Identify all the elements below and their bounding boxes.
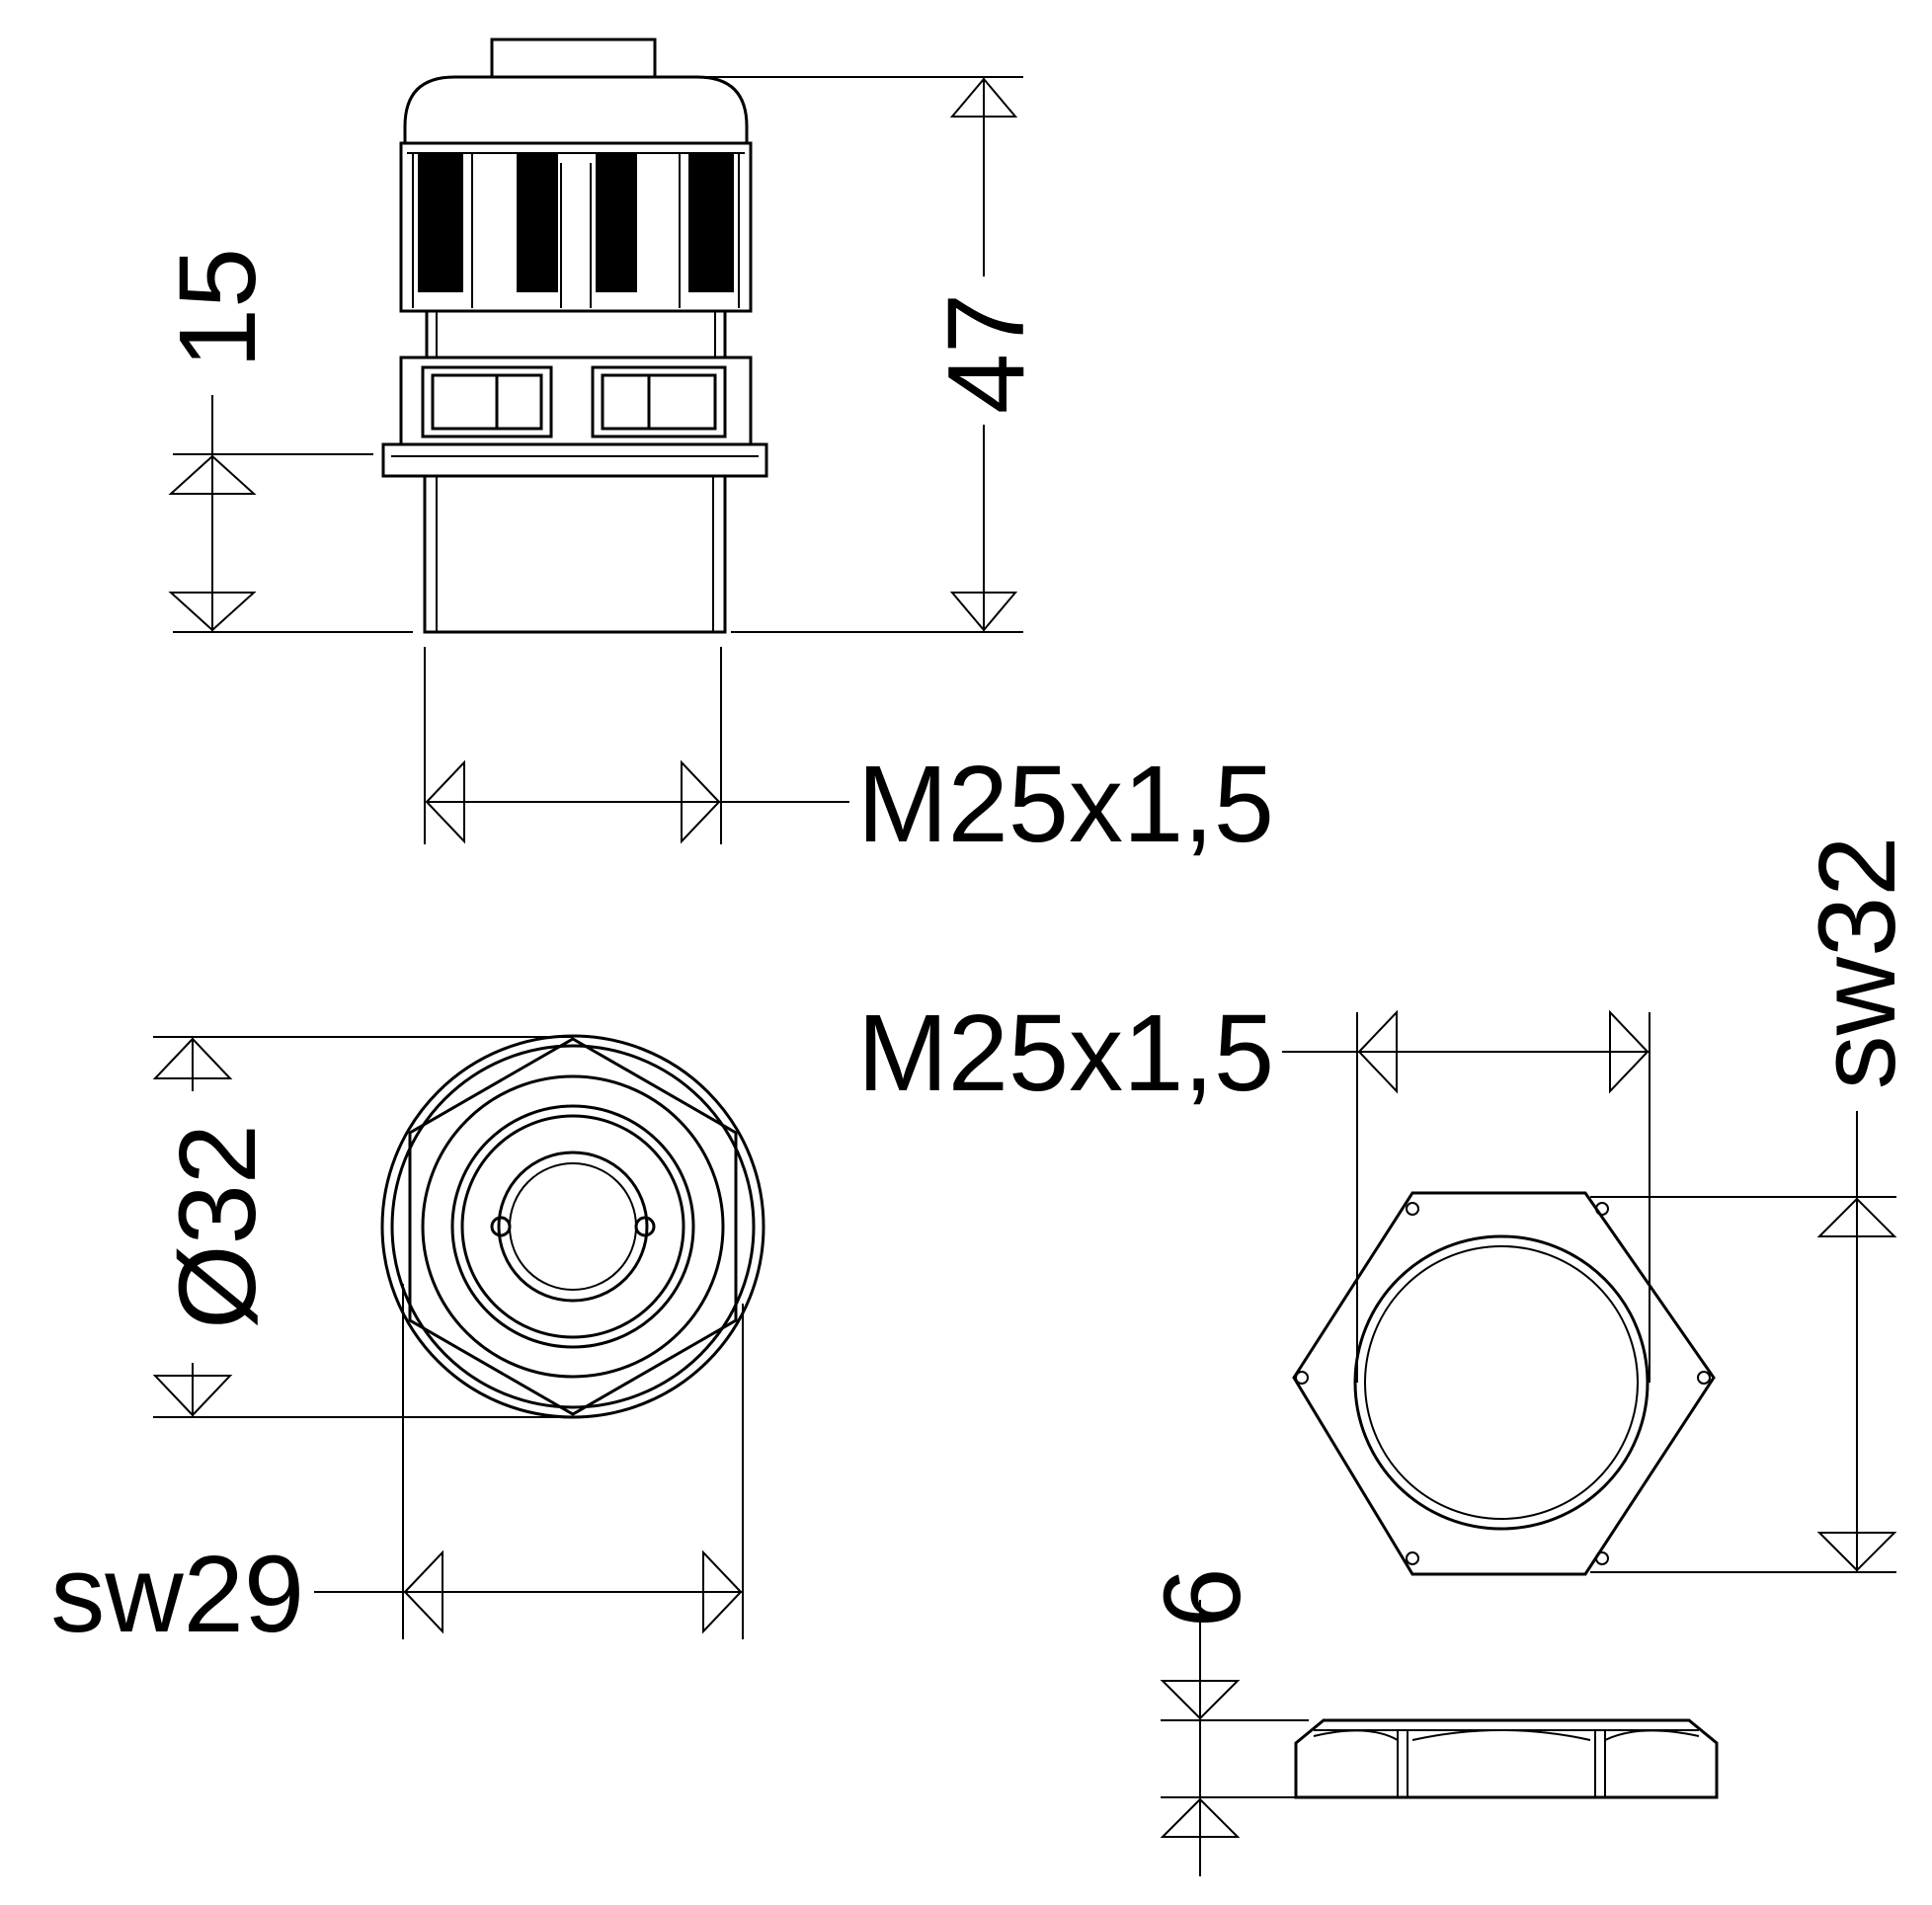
dim-thread-top-label: M25x1,5 [857, 744, 1274, 865]
nut-top-view [1292, 1191, 1716, 1576]
gland-top-view [380, 1034, 765, 1419]
dim-seal-diameter-label: Ø32 [157, 1124, 279, 1329]
dim-wrench-nut-label: sw32 [1797, 836, 1918, 1090]
dome-cap [403, 75, 749, 145]
dim-thread-nut: M25x1,5 [857, 992, 1650, 1383]
nut-side-view [1294, 1718, 1719, 1799]
clamp-body [399, 141, 753, 313]
dim-seal-diameter: Ø32 [152, 1036, 573, 1418]
dim-nut-height-label: 6 [1142, 1567, 1263, 1627]
dim-wrench-gland-label: sw29 [50, 1534, 304, 1655]
gland-side-view [381, 38, 768, 634]
clamp-fingers [412, 152, 740, 308]
dim-thread-length: 15 [157, 248, 413, 633]
dim-overall-height-label: 47 [926, 293, 1047, 414]
dim-overall-height: 47 [691, 76, 1047, 633]
cap-tab [490, 38, 657, 79]
dim-thread-nut-label: M25x1,5 [857, 992, 1274, 1114]
gland-hex-body [399, 356, 753, 446]
dim-thread-top: M25x1,5 [424, 647, 1274, 865]
gland-flange [381, 442, 768, 478]
dim-wrench-gland: sw29 [50, 1284, 744, 1655]
dim-wrench-nut: sw32 [1590, 836, 1918, 1573]
dim-thread-length-label: 15 [157, 248, 279, 368]
dim-nut-height: 6 [1142, 1567, 1309, 1876]
thread-section [423, 474, 727, 634]
